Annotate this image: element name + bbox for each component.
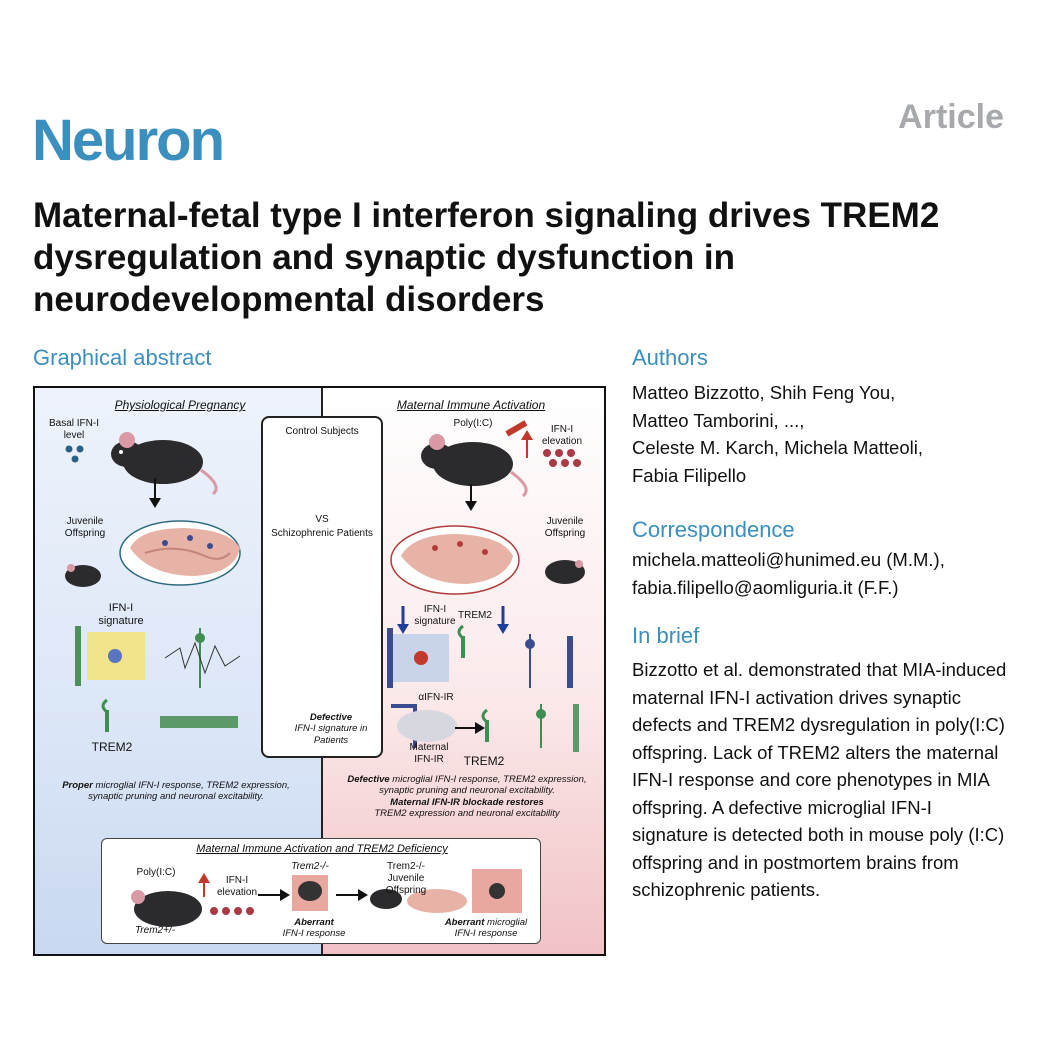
- mia-mouse-icon: [421, 434, 528, 498]
- juvenile-offspring-label-right: Juvenile Offspring: [544, 516, 586, 539]
- in-brief-text: Bizzotto et al. demonstrated that MIA-in…: [632, 659, 1007, 900]
- aberrant2-bold: Aberrant: [444, 917, 485, 928]
- aberrant2-text: microglial IFN-I response: [454, 917, 528, 940]
- juvenile-mouse-right-icon: [545, 560, 585, 584]
- brain-slice-right-icon: [390, 525, 520, 595]
- comparison-box: Control Subjects VS Schizophrenic Patien…: [261, 416, 383, 758]
- aberrant-response-label: Aberrant IFN-I response: [274, 917, 354, 940]
- trem2-het-label: Trem2+/-: [134, 925, 176, 936]
- neuron-left-icon: [164, 628, 241, 688]
- syringe-icon: [505, 420, 528, 437]
- defective-signature-label: Defective IFN-I signature in Patients: [285, 712, 377, 746]
- aberrant-microglial-label: Aberrant microglial IFN-I response: [436, 917, 536, 940]
- trem2-label-left: TREM2: [91, 740, 133, 754]
- trem2-label-right: TREM2: [458, 610, 492, 621]
- correspondence-emails: michela.matteoli@hunimed.eu (M.M.), fabi…: [632, 546, 1022, 601]
- elevated-ifn-dots-icon: [543, 449, 581, 467]
- email-matteoli[interactable]: michela.matteoli@hunimed.eu (M.M.),: [632, 549, 945, 570]
- ko-juvenile-mouse-icon: [370, 889, 402, 909]
- microglia-right-icon: [387, 628, 449, 688]
- trem2-label-right-bottom: TREM2: [463, 754, 505, 768]
- left-summary-text: microglial IFN-I response, TREM2 express…: [88, 780, 290, 803]
- trem2-deficiency-box: Maternal Immune Activation and TREM2 Def…: [101, 838, 541, 944]
- defective-bold: Defective: [309, 712, 353, 723]
- ifn-elevation-label: IFN-I elevation: [541, 424, 583, 447]
- arrow-down-icon: [149, 478, 161, 508]
- arrow-right-small2-icon: [336, 889, 368, 901]
- left-summary-bold: Proper: [62, 780, 93, 791]
- right-summary2-bold: Maternal IFN-IR blockade restores: [390, 796, 544, 808]
- right-summary2-text: TREM2 expression and neuronal excitabili…: [374, 808, 560, 820]
- ko-brain-slice-icon: [407, 869, 522, 913]
- neuron-right-icon: [525, 634, 573, 688]
- arrow-right-small-icon: [258, 889, 290, 901]
- elevated-dots-small-icon: [210, 907, 254, 915]
- aberrant-bold: Aberrant: [294, 917, 334, 928]
- brain-slice-left-icon: [119, 520, 241, 586]
- in-brief-heading: In brief: [632, 623, 700, 648]
- authors-line-4: Fabia Filipello: [632, 464, 747, 486]
- authors-heading: Authors: [632, 345, 708, 370]
- juvenile-mouse-icon: [65, 564, 101, 587]
- basal-ifn-dots-icon: [65, 445, 84, 463]
- bottom-polyic-label: Poly(I:C): [136, 867, 176, 878]
- juvenile-offspring-label-left: Juvenile Offspring: [64, 516, 106, 539]
- synapse-left-icon: [160, 716, 238, 728]
- trem2-left-icon: [101, 698, 109, 732]
- ko-juvenile-label: Trem2-/- Juvenile Offspring: [385, 861, 427, 896]
- email-filipello[interactable]: fabia.filipello@aomliguria.it (F.F.): [632, 576, 899, 598]
- defective-text: IFN-I signature in Patients: [294, 723, 368, 746]
- arrow-right-icon: [455, 722, 485, 734]
- vs-label: VS: [315, 514, 329, 525]
- right-summary: Defective microglial IFN-I response, TRE…: [329, 774, 604, 820]
- authors-line-3: Celeste M. Karch, Michela Matteoli,: [632, 437, 923, 458]
- trem2-deficiency-heading: Maternal Immune Activation and TREM2 Def…: [196, 843, 448, 855]
- paper-title: Maternal-fetal type I interferon signali…: [33, 196, 940, 319]
- neuron-restored-icon: [536, 704, 579, 752]
- schizophrenic-patients-label: Schizophrenic Patients: [271, 528, 373, 539]
- red-up-arrow-small-icon: [198, 873, 210, 897]
- aifnir-label: αIFN-IR: [418, 692, 454, 703]
- graphical-abstract-heading: Graphical abstract: [33, 345, 212, 370]
- ifn-receptor-icon: [391, 704, 457, 748]
- right-summary-text: microglial IFN-I response, TREM2 express…: [379, 774, 587, 797]
- polyic-label: Poly(I:C): [453, 418, 493, 429]
- trem2-ko-label: Trem2-/-: [291, 861, 329, 872]
- basal-ifn-label: Basal IFN-I level: [48, 418, 99, 441]
- trem2-het-mouse-icon: [131, 890, 202, 927]
- authors-line-2: Matteo Tamborini, ...,: [632, 409, 805, 431]
- ko-brain-icon: [292, 875, 328, 911]
- trem2-deficiency-art: [131, 869, 522, 927]
- aberrant-text: IFN-I response: [282, 928, 346, 940]
- maternal-ifnir-label: Maternal IFN-IR: [409, 742, 449, 765]
- graphical-abstract-figure: Physiological Pregnancy Basal IFN-I leve…: [33, 386, 606, 956]
- left-summary: Proper microglial IFN-I response, TREM2 …: [57, 780, 295, 803]
- mia-heading: Maternal Immune Activation: [396, 398, 546, 412]
- microglia-signature-icon: [75, 626, 145, 686]
- ifn-signature-label-right: IFN-I signature: [414, 604, 456, 627]
- authors-list: Matteo Bizzotto, Shih Feng You, Matteo T…: [632, 379, 1022, 489]
- physiological-pregnancy-heading: Physiological Pregnancy: [114, 398, 246, 412]
- article-type-label: Article: [898, 98, 1004, 136]
- down-arrows-right-icon: [397, 606, 509, 634]
- correspondence-heading: Correspondence: [632, 517, 795, 542]
- authors-line-1: Matteo Bizzotto, Shih Feng You,: [632, 382, 896, 403]
- control-subjects-label: Control Subjects: [285, 426, 359, 437]
- ifn-signature-label-left: IFN-I signature: [98, 602, 144, 628]
- red-up-arrow-icon: [521, 430, 533, 458]
- right-summary-bold: Defective: [347, 774, 390, 785]
- trem2-restored-icon: [481, 708, 489, 742]
- journal-logo: Neuron: [32, 108, 225, 173]
- trem2-right-icon: [457, 624, 465, 658]
- bottom-ifn-elevation-label: IFN-I elevation: [216, 875, 258, 898]
- arrow-down-right-icon: [465, 484, 477, 511]
- pregnant-mouse-icon: [111, 432, 218, 496]
